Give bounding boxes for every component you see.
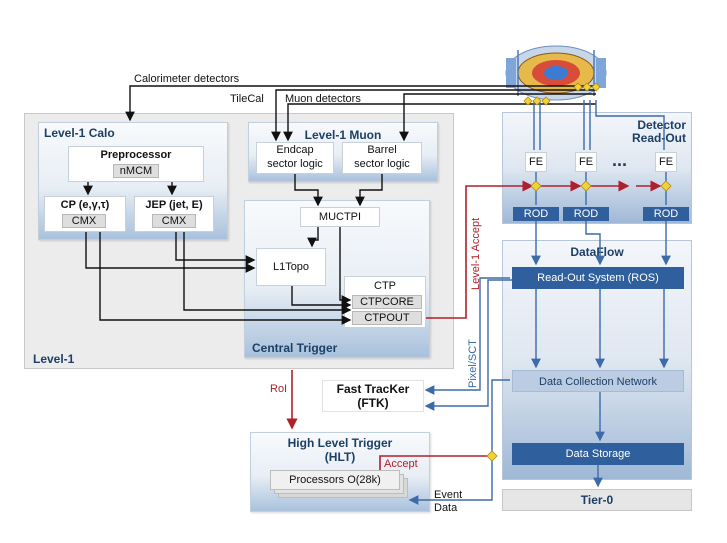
rod-box-3: ROD	[643, 207, 689, 221]
central-trigger-title: Central Trigger	[252, 341, 338, 355]
pixel-sct-label: Pixel/SCT	[467, 339, 479, 388]
ctpcore-chip: CTPCORE	[352, 295, 422, 309]
muon-label: Muon detectors	[285, 93, 361, 105]
tier0-label: Tier-0	[580, 493, 614, 507]
barrel-line1: Barrel	[367, 144, 397, 156]
l1topo-box: L1Topo	[256, 248, 326, 286]
ctpout-chip: CTPOUT	[352, 311, 422, 325]
tilecal-label: TileCal	[230, 93, 264, 105]
data-label: Data	[434, 502, 458, 514]
preprocessor-label: Preprocessor	[100, 149, 172, 161]
ftk-abbr: (FTK)	[357, 396, 389, 410]
ros-box: Read-Out System (ROS)	[512, 267, 684, 289]
fe-box-3: FE	[655, 152, 677, 172]
rod-box-2: ROD	[563, 207, 609, 221]
ctp-label: CTP	[374, 280, 396, 292]
jep-label: JEP (jet, E)	[145, 199, 203, 211]
hlt-abbr: (HLT)	[324, 450, 356, 464]
fe-box-1: FE	[525, 152, 547, 172]
level1-calo-title: Level-1 Calo	[44, 126, 115, 140]
nmcm-chip: nMCM	[113, 164, 159, 178]
dcn-box: Data Collection Network	[512, 370, 684, 392]
fe-box-2: FE	[575, 152, 597, 172]
roi-label: RoI	[270, 383, 288, 395]
jep-cmx-chip: CMX	[152, 214, 196, 228]
ftk-box	[322, 380, 424, 412]
data-storage-box: Data Storage	[512, 443, 684, 465]
level1-muon-title: Level-1 Muon	[304, 128, 382, 142]
readout-title-line2: Read-Out	[632, 131, 686, 145]
processors-box: Processors O(28k)	[270, 470, 400, 490]
endcap-line2: sector logic	[267, 158, 323, 170]
event-label: Event	[434, 489, 463, 501]
dataflow-title: DataFlow	[570, 245, 624, 259]
fe-ellipsis: ...	[612, 150, 628, 170]
barrel-sector-logic	[342, 142, 422, 174]
cp-label: CP (e,γ,τ)	[60, 199, 110, 211]
level1-accept-label: Level-1 Accept	[470, 217, 482, 290]
hlt-title: High Level Trigger	[287, 436, 393, 450]
level1-label: Level-1	[33, 352, 75, 366]
ftk-name: Fast TracKer	[336, 382, 410, 396]
muctpi-box: MUCTPI	[300, 207, 380, 227]
cp-cmx-chip: CMX	[62, 214, 106, 228]
readout-title-line1: Detector	[637, 118, 686, 132]
rod-box-1: ROD	[513, 207, 559, 221]
endcap-sector-logic	[256, 142, 334, 174]
tier0-box	[502, 489, 692, 511]
accept-label: Accept	[384, 458, 418, 470]
calorimeter-label: Calorimeter detectors	[134, 73, 240, 85]
barrel-line2: sector logic	[354, 158, 410, 170]
endcap-line1: Endcap	[276, 144, 314, 156]
